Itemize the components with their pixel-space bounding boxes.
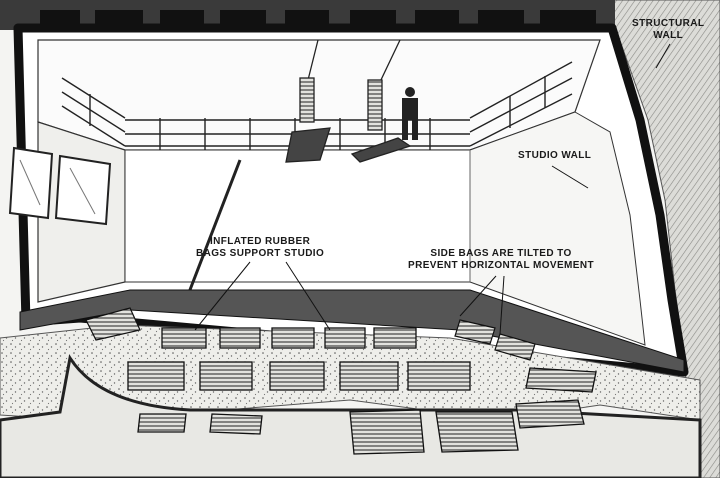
label-line: STRUCTURAL: [632, 18, 705, 29]
label-line: STUDIO WALL: [518, 150, 592, 161]
label-line: INFLATED RUBBER: [209, 236, 311, 247]
support-pole-1: [186, 159, 242, 296]
label-line: BAGS SUPPORT STUDIO: [196, 248, 325, 259]
worker-figure: [402, 87, 418, 140]
label-line: WALL: [653, 30, 684, 41]
label-line: PREVENT HORIZONTAL MOVEMENT: [408, 260, 594, 271]
studio-right-wall: [469, 111, 646, 346]
label-line: SIDE BAGS ARE TILTED TO: [430, 248, 572, 259]
label-leaders: [194, 43, 671, 335]
side-bags-row: [85, 307, 536, 361]
inflated-bags: [127, 327, 597, 455]
label-inflated-bags: INFLATED RUBBER BAGS SUPPORT STUDIO: [196, 236, 324, 260]
label-studio-wall: STUDIO WALL: [518, 150, 591, 162]
light-rigs: [285, 39, 412, 163]
label-structural-wall: STRUCTURAL WALL: [632, 18, 704, 42]
studio-floor-slab: [19, 289, 685, 373]
left-windows: [8, 146, 112, 226]
roof-beams: [40, 10, 596, 24]
label-side-bags: SIDE BAGS ARE TILTED TO PREVENT HORIZONT…: [408, 248, 594, 272]
